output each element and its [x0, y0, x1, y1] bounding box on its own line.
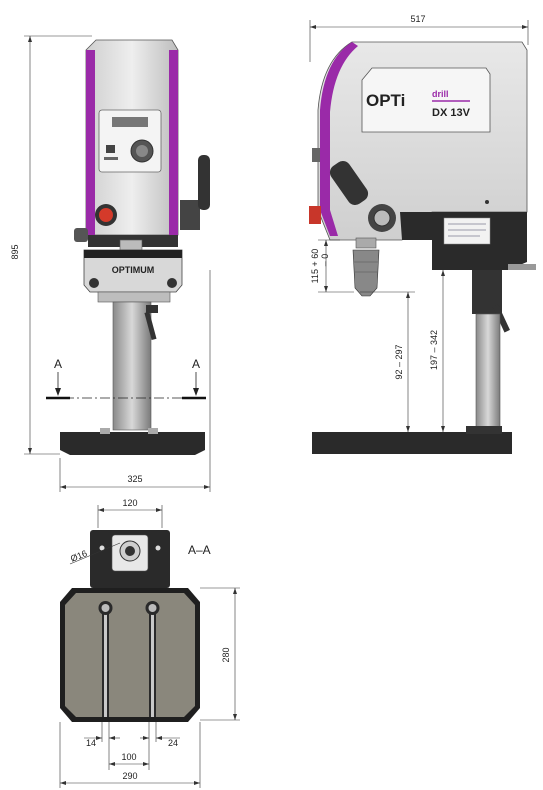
slot-width-label: 14	[86, 738, 96, 748]
rating-plate	[443, 217, 491, 245]
table-depth-label: 280	[221, 647, 231, 662]
purple-trim-right	[169, 50, 178, 235]
section-hole-right	[155, 545, 161, 551]
logo-drill: drill	[432, 89, 449, 99]
section-bore-inner	[125, 546, 135, 556]
base	[60, 432, 205, 455]
clamp-top-band	[84, 250, 182, 258]
logo-model: DX 13V	[432, 107, 471, 119]
side-base	[312, 432, 512, 454]
column	[112, 301, 152, 431]
clamp-bolt-left	[89, 278, 99, 288]
side-switch	[312, 148, 320, 162]
side-feed-handle	[329, 160, 369, 206]
front-view: 895 OPTIMUM	[10, 35, 211, 492]
side-emergency-stop-icon	[309, 206, 321, 224]
base-width-label: 325	[127, 474, 142, 484]
height-dimension-label: 895	[10, 244, 20, 259]
spindle	[355, 237, 377, 249]
left-knob	[74, 228, 88, 242]
range-long-label: 197 – 342	[429, 330, 439, 370]
clamp-collar	[97, 291, 171, 303]
chuck	[352, 249, 380, 297]
spindle-travel-line1: 115 + 60	[310, 249, 320, 284]
side-view: 517 OPTi drill DX 13V	[309, 14, 536, 454]
side-purple-trim	[320, 42, 358, 236]
switch-label	[104, 157, 118, 160]
section-mark-right: A	[192, 357, 200, 371]
section-view: 120 Ø16 A–A 280	[59, 498, 240, 788]
feed-hub	[180, 200, 200, 230]
section-table	[65, 593, 195, 717]
clamp-bolt-right	[167, 278, 177, 288]
table-width-label: 290	[122, 771, 137, 781]
switch	[106, 145, 115, 153]
slot-spacing-label: 100	[121, 752, 136, 762]
brand-label: OPTIMUM	[112, 265, 155, 275]
column-lever	[144, 311, 157, 341]
column-width-label: 120	[122, 498, 137, 508]
side-feed-hub-center	[373, 209, 391, 227]
emergency-stop-icon	[99, 208, 113, 222]
section-title: A–A	[188, 543, 211, 557]
range-short-label: 92 – 297	[394, 344, 404, 379]
section-mark-left: A	[54, 357, 62, 371]
logo-opti: OPTi	[366, 91, 405, 110]
depth-rod	[508, 264, 536, 270]
section-hole-left	[99, 545, 105, 551]
speed-knob-center	[136, 145, 148, 157]
column-lever-hub	[146, 305, 158, 313]
purple-trim-left	[86, 50, 95, 235]
side-base-mount	[466, 426, 502, 434]
base-bolt-right	[148, 428, 158, 434]
side-column	[475, 313, 501, 433]
logo-plate	[361, 67, 491, 133]
feed-handle	[198, 155, 210, 210]
indicator-dot	[485, 200, 489, 204]
display	[112, 117, 148, 127]
spindle-nut	[119, 239, 143, 251]
bore-diameter-label: Ø16	[69, 548, 89, 564]
slot-width-right-label: 24	[168, 738, 178, 748]
side-width-label: 517	[410, 14, 425, 24]
base-bolt-left	[100, 428, 110, 434]
spindle-travel-line2: – 0	[320, 254, 330, 267]
side-column-lever	[492, 304, 510, 333]
